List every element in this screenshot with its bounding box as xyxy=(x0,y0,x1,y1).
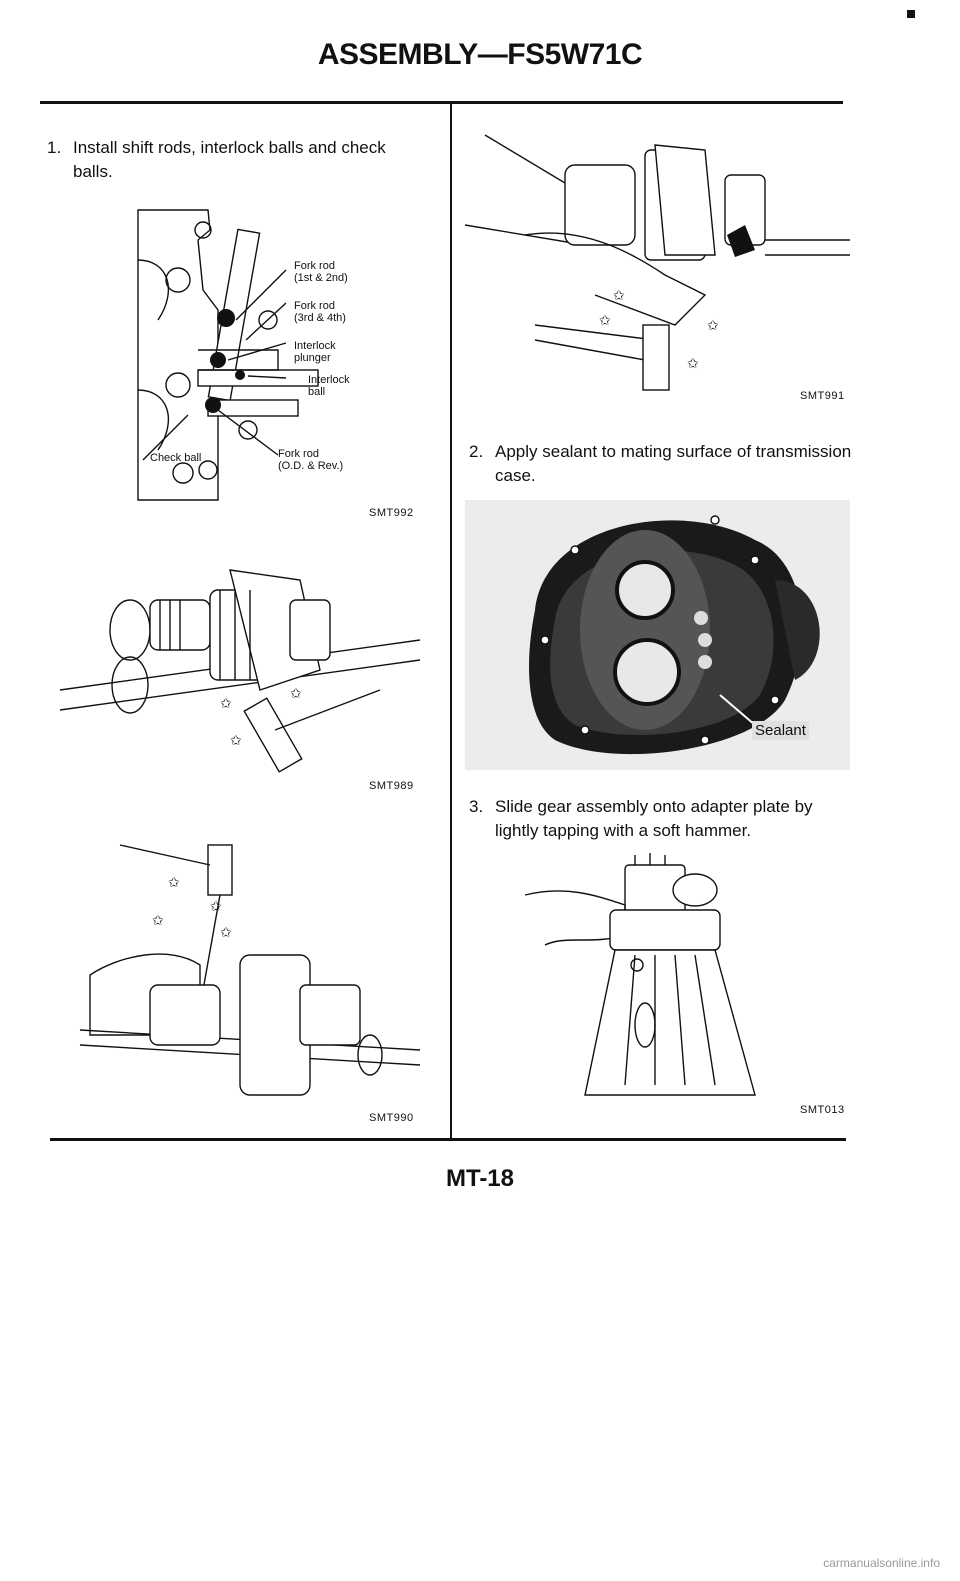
page-title: ASSEMBLY—FS5W71C xyxy=(317,38,643,71)
label-interlock-ball: Interlock ball xyxy=(308,374,350,398)
figure-shift-rods xyxy=(137,209,319,501)
step-text-cont: balls. xyxy=(73,162,113,181)
svg-text:✩: ✩ xyxy=(613,287,625,303)
header-rule xyxy=(40,101,843,104)
label-interlock-plunger: Interlock plunger xyxy=(294,340,336,364)
caption-smt991: SMT991 xyxy=(800,390,845,402)
caption-smt992: SMT992 xyxy=(369,507,414,519)
label-fork-rod-od-rev: Fork rod (O.D. & Rev.) xyxy=(278,448,344,472)
label-check-ball: Check ball xyxy=(150,452,202,464)
step-number: 3. xyxy=(469,797,484,816)
step-text-cont: case. xyxy=(495,466,536,485)
step-text: Install shift rods, interlock balls and … xyxy=(73,138,386,157)
label-fork-rod-3rd-4th: Fork rod (3rd & 4th) xyxy=(294,300,346,324)
figure-gear-tapping: ✩ ✩ ✩ ✩ xyxy=(79,844,421,1096)
caption-smt989: SMT989 xyxy=(369,780,414,792)
svg-text:✩: ✩ xyxy=(168,874,180,890)
label-fork-rod-1st-2nd: Fork rod (1st & 2nd) xyxy=(294,260,348,284)
caption-smt013: SMT013 xyxy=(800,1104,845,1116)
figure-gear-onto-adapter xyxy=(524,853,756,1096)
svg-text:✩: ✩ xyxy=(220,695,232,711)
bottom-rule xyxy=(50,1138,846,1141)
step-number: 2. xyxy=(469,442,484,461)
svg-text:✩: ✩ xyxy=(210,898,222,914)
step-text: Slide gear assembly onto adapter plate b… xyxy=(495,797,813,816)
step-text-cont: lightly tapping with a soft hammer. xyxy=(495,821,752,840)
column-divider xyxy=(450,101,452,1141)
page-number: MT-18 xyxy=(445,1165,514,1192)
figure-adapter-plate-hammer: ✩ ✩ ✩ ✩ xyxy=(464,134,850,391)
figure-gear-assembly-hammer: ✩ ✩ ✩ xyxy=(59,569,421,773)
watermark: carmanualsonline.info xyxy=(823,1556,940,1570)
svg-text:✩: ✩ xyxy=(152,912,164,928)
svg-text:✩: ✩ xyxy=(687,355,699,371)
corner-mark xyxy=(907,10,915,18)
svg-text:✩: ✩ xyxy=(290,685,302,701)
svg-text:✩: ✩ xyxy=(599,312,611,328)
svg-text:✩: ✩ xyxy=(230,732,242,748)
step-3: 3. Slide gear assembly onto adapter plate… xyxy=(469,795,854,843)
step-2: 2. Apply sealant to mating surface of tra… xyxy=(469,440,854,488)
step-text: Apply sealant to mating surface of trans… xyxy=(495,442,852,461)
label-sealant: Sealant xyxy=(752,721,809,740)
svg-text:✩: ✩ xyxy=(220,924,232,940)
svg-text:✩: ✩ xyxy=(707,317,719,333)
photo-transmission-case-sealant xyxy=(465,500,850,770)
caption-smt990: SMT990 xyxy=(369,1112,414,1124)
step-number: 1. xyxy=(47,138,62,157)
step-1: 1. Install shift rods, interlock balls an… xyxy=(47,136,437,184)
